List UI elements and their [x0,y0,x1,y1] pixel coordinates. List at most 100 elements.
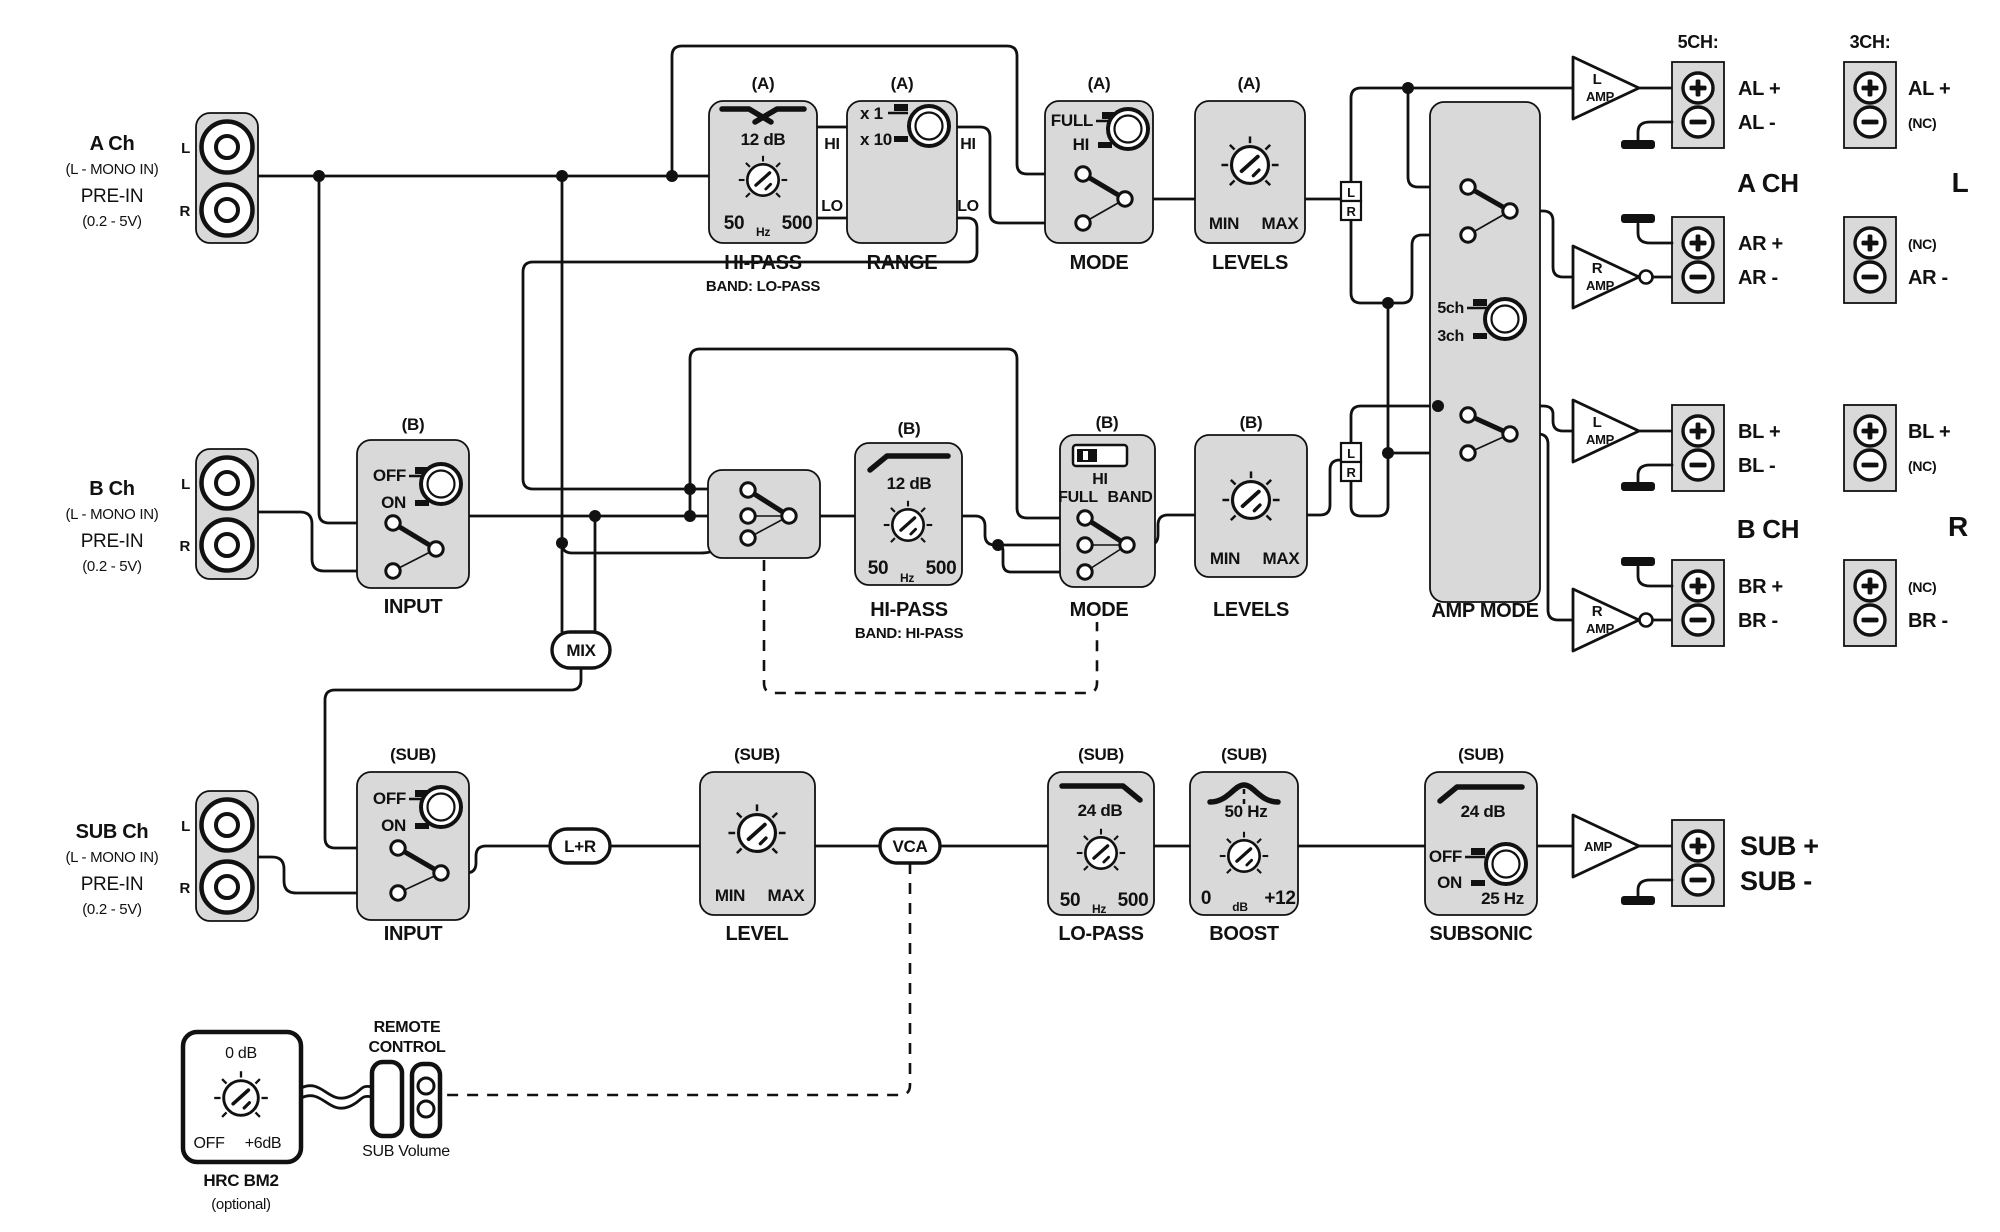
header-5ch: 5CH: [1678,32,1719,52]
a-l-label: L [181,140,190,157]
inverter-bubble-icon [1638,269,1654,285]
lr-sum-box [548,827,612,865]
input-b-tag: (B) [402,415,425,434]
mode-a-label: MODE [1070,252,1129,274]
range-a-lo-port: LO [957,198,979,215]
input-b-box [356,439,470,589]
amp-mode-block: 5ch 3ch AMP MODE [1429,101,1541,622]
wire-hpb-out [960,514,1080,547]
mode-a-hi: HI [1073,135,1089,154]
l-amp-b: L AMP [1571,398,1641,464]
mode-b-band: BAND [1107,489,1152,506]
a-rca-l-jack [202,122,253,173]
input-sub-label: INPUT [384,923,443,945]
contact [389,884,407,902]
levels-b-label: LEVELS [1213,599,1289,621]
l-amp-a: L AMP [1571,55,1641,121]
level-sub-block: (SUB) MIN MAX LEVEL [699,745,816,945]
contact [1074,165,1092,183]
contact [384,562,402,580]
lr-splitter-a: L R [1339,180,1363,222]
b-l-label: L [181,476,190,493]
sub-volume-label: SUB Volume [362,1143,450,1160]
boost-sub-gunit: dB [1232,900,1248,914]
mode-b-tag: (B) [1096,413,1119,432]
b-ch-group-label: B CH [1737,514,1799,544]
amp-mode-button-icon [1483,297,1527,341]
remote-p6db: +6dB [245,1135,282,1152]
hipass-b-fmax: 500 [926,558,957,579]
plus-terminal-icon [1681,71,1715,105]
levels-b-min: MIN [1210,549,1240,568]
level-sub-tag: (SUB) [734,745,780,764]
levels-b-block: (B) MIN MAX LEVELS [1194,413,1308,621]
mix-box [550,630,612,670]
mix-pill: MIX [550,630,612,670]
vca-label: VCA [893,837,928,856]
subsonic-sub-freq: 25 Hz [1481,889,1524,908]
input-sub-button-icon [419,785,463,829]
boost-sub-label: BOOST [1209,923,1279,945]
ground-icon [1621,214,1655,223]
contact [1076,536,1094,554]
r-amp-a-amp: AMP [1586,278,1615,293]
plus-terminal-icon [1853,226,1887,260]
subsonic-sub-tag: (SUB) [1458,745,1504,764]
mode-a-tag: (A) [1088,74,1111,93]
hipass-b-tag: (B) [898,419,921,438]
level-sub-max: MAX [768,886,806,905]
boost-sub-block: (SUB) 50 Hz 0 dB +12 BOOST [1189,745,1299,945]
sub-amp: AMP [1571,813,1641,879]
minus-terminal-icon [1853,260,1887,294]
lopass-sub-funit: Hz [1092,902,1106,916]
lopass-sub-label: LO-PASS [1058,923,1143,945]
range-a-hi-port: HI [960,136,975,153]
a-ch-group-label: A CH [1737,168,1798,198]
a-rca-r-jack [202,185,253,236]
input-b-block: (B) OFF ON INPUT [356,415,470,618]
sub-ch-mono: (L - MONO IN) [65,849,158,866]
contact [1076,509,1094,527]
range-a-x1: x 1 [860,104,883,123]
hipass-a-lo-port: LO [821,198,843,215]
ground-icon [1621,140,1655,149]
wire-b-right-up [1349,451,1390,518]
r-amp-b-amp: AMP [1586,621,1615,636]
wire-b-common [1508,432,1576,622]
wire-b-input-out [434,514,743,551]
wire-b-bypass [688,347,1080,520]
mix-label: MIX [566,641,596,660]
input-group-a: A Ch (L - MONO IN) PRE-IN (0.2 - 5V) L R [65,112,259,244]
levels-a-min: MIN [1209,214,1239,233]
plus-terminal-icon [1681,829,1715,863]
lopass-sub-block: (SUB) 24 dB 50 Hz 500 LO-PASS [1047,745,1155,945]
br-minus-label: BR - [1738,610,1778,632]
a-r-label: R [179,203,190,220]
levels-a-block: (A) MIN MAX LEVELS [1194,74,1306,274]
remote-off: OFF [193,1135,225,1152]
sub-l-label: L [181,818,190,835]
mode-a-block: (A) FULL HI MODE [1044,74,1154,274]
levels-b-max: MAX [1263,549,1301,568]
plus-terminal-icon [1681,226,1715,260]
b-rca-r-jack [202,520,253,571]
plus-terminal-icon [1853,414,1887,448]
b-ch-pre: PRE-IN [81,531,144,552]
splitter-b-l: L [1347,446,1355,461]
wire-a-common [1508,209,1576,279]
lopass-sub-slope: 24 dB [1078,801,1123,820]
sub-ch-volt: (0.2 - 5V) [82,901,142,918]
a-ch-title: A Ch [90,133,135,155]
wire-a-bypass [670,44,1078,178]
hipass-a-funit: Hz [756,225,770,239]
sub-ch-pre: PRE-IN [81,874,144,895]
minus-terminal-icon [1681,603,1715,637]
contact [1501,425,1519,443]
sub-minus-label: SUB - [1740,866,1812,896]
mode-b-full: FULL [1058,489,1098,506]
remote-control-group: 0 dB OFF +6dB HRC BM2 (optional) REMOTE … [180,1019,451,1213]
vca-pill: VCA [878,827,942,865]
range-a-x10: x 10 [860,130,892,149]
subsonic-sub-on: ON [1437,873,1462,892]
boost-sub-gmin: 0 [1201,888,1211,909]
